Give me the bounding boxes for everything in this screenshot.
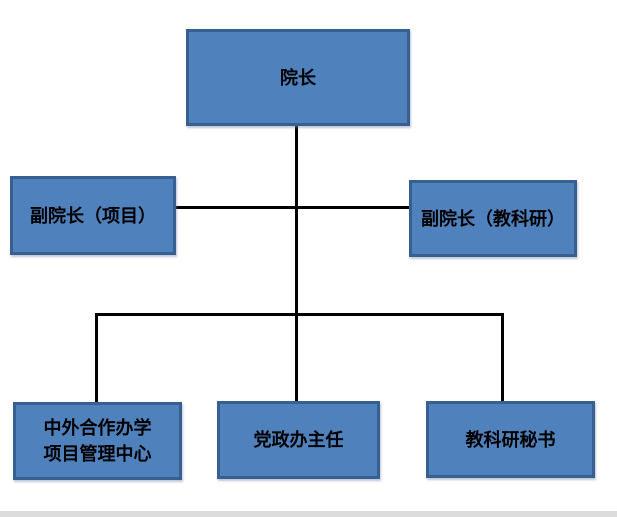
node-cooperation-center-line1: 中外合作办学: [43, 418, 152, 438]
node-cooperation-center-line2: 项目管理中心: [43, 444, 152, 464]
node-party-office-director-label: 党政办主任: [253, 430, 344, 450]
connector-children-horizontal: [95, 313, 504, 316]
node-vice-dean-project: 副院长（项目）: [10, 176, 176, 255]
connector-vice-level-horizontal: [176, 206, 409, 209]
node-vice-dean-research-label: 副院长（教科研）: [421, 208, 565, 229]
bottom-gray-bar: [0, 511, 617, 517]
connector-trunk-vertical: [295, 126, 298, 401]
node-research-secretary-label: 教科研秘书: [465, 429, 556, 450]
connector-drop-left: [95, 313, 98, 402]
node-dean: 院长: [186, 29, 410, 126]
node-research-secretary: 教科研秘书: [426, 401, 595, 478]
node-party-office-director: 党政办主任: [217, 401, 380, 479]
connector-drop-right: [501, 313, 504, 401]
node-vice-dean-project-label: 副院长（项目）: [30, 205, 156, 226]
node-cooperation-center: 中外合作办学 项目管理中心: [13, 402, 182, 480]
node-dean-label: 院长: [280, 67, 316, 88]
node-vice-dean-research: 副院长（教科研）: [409, 180, 577, 257]
